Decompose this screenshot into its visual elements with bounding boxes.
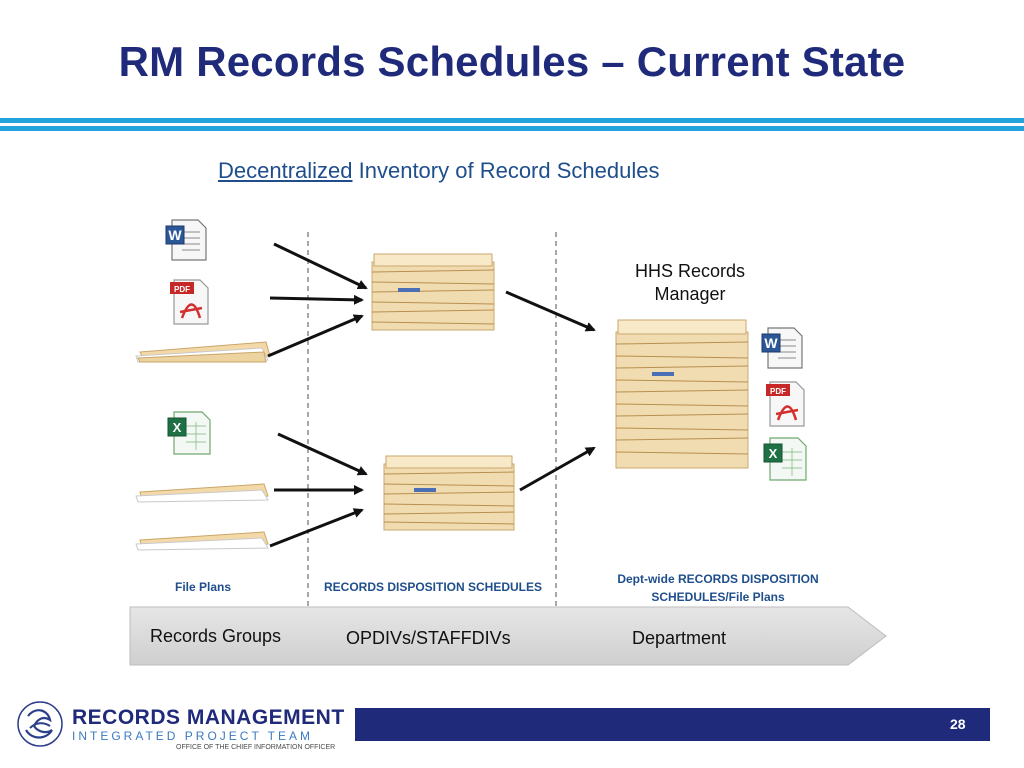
caption-dept-wide-schedules: Dept-wide RECORDS DISPOSITION SCHEDULES/… (617, 572, 819, 604)
pdf-doc-icon: PDF (766, 381, 805, 427)
pdf-doc-icon: PDF (170, 279, 209, 325)
footer-logo-title: RECORDS MANAGEMENT (72, 706, 345, 729)
title-rule-bottom (0, 126, 1024, 131)
caption-records-disposition-schedules: RECORDS DISPOSITION SCHEDULES (323, 580, 543, 594)
svg-text:PDF: PDF (770, 387, 786, 396)
process-band (129, 606, 887, 666)
footer-logo-subtitle: INTEGRATED PROJECT TEAM (72, 729, 314, 743)
arrow-icon (267, 314, 364, 358)
svg-text:PDF: PDF (174, 285, 190, 294)
subtitle-rest: Inventory of Record Schedules (352, 158, 660, 183)
band-label-opdivs-staffdivs: OPDIVs/STAFFDIVs (346, 628, 511, 648)
slide-title: RM Records Schedules – Current State (118, 38, 906, 85)
subtitle: Decentralized Inventory of Record Schedu… (218, 158, 659, 184)
excel-doc-icon: X (763, 437, 807, 481)
arrow-icon (519, 446, 596, 492)
paper-stack-icon (383, 455, 515, 531)
page-number: 28 (950, 716, 966, 732)
word-doc-icon: W (761, 327, 803, 369)
arrow-icon (277, 432, 368, 476)
footer-logo-office: OFFICE OF THE CHIEF INFORMATION OFFICER (176, 744, 336, 751)
paper-stack-icon (135, 483, 269, 503)
paper-stack-icon (371, 253, 495, 331)
footer-bar (355, 708, 990, 741)
paper-stack-icon (135, 531, 269, 551)
hhs-records-manager-label: HHS Records Manager (634, 261, 746, 304)
paper-stack-icon (615, 319, 749, 469)
arrow-icon (273, 242, 368, 290)
svg-text:W: W (764, 335, 778, 351)
band-label-department: Department (632, 628, 727, 648)
svg-text:X: X (173, 420, 182, 435)
svg-text:X: X (769, 446, 778, 461)
excel-doc-icon: X (167, 411, 211, 455)
paper-stack-icon (135, 341, 271, 363)
subtitle-underlined: Decentralized (218, 158, 353, 183)
arrow-icon (269, 508, 364, 548)
band-label-records-groups: Records Groups (150, 626, 282, 646)
svg-text:W: W (168, 227, 182, 243)
arrow-icon (269, 294, 364, 305)
arrow-icon (505, 290, 596, 332)
word-doc-icon: W (165, 219, 207, 261)
caption-file-plans: File Plans (174, 580, 232, 594)
title-rule-top (0, 118, 1024, 123)
